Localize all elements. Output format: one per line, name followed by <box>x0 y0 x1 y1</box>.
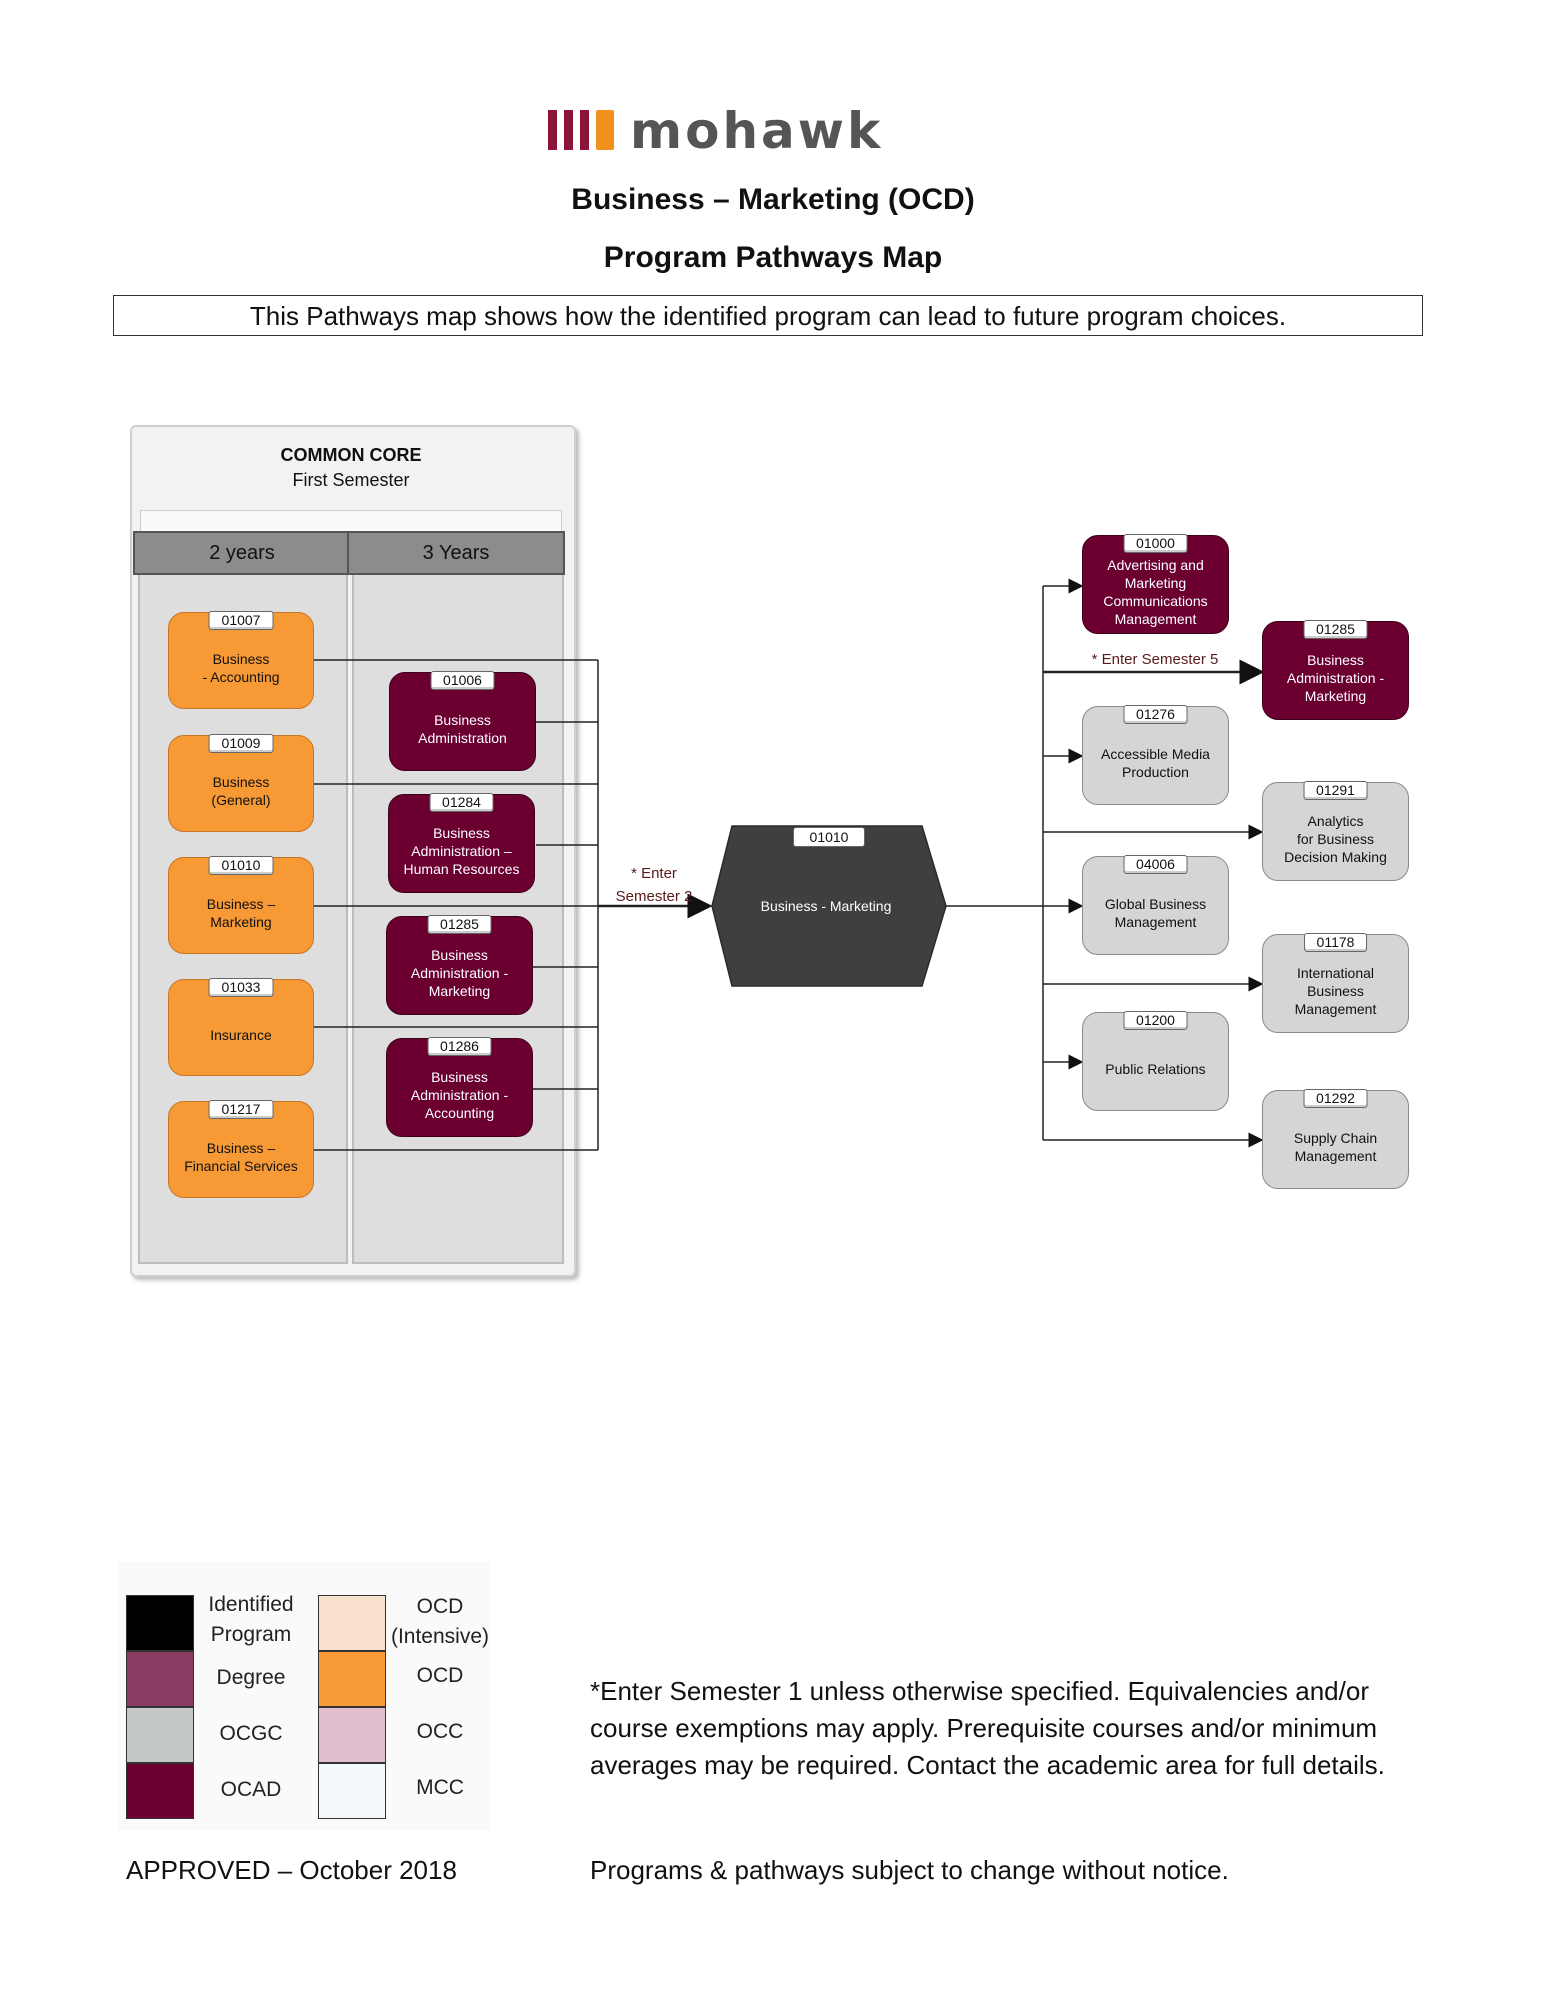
connector-lines <box>314 578 1265 1151</box>
identified-program-hexagon <box>711 825 947 987</box>
common-core-subtitle: First Semester <box>292 470 410 490</box>
program-01285-three-year[interactable]: 01285 Business Administration - Marketin… <box>386 915 533 1015</box>
intro-box: This Pathways map shows how the identifi… <box>113 295 1423 336</box>
program-name: Business Administration - Marketing <box>1286 651 1385 704</box>
pathway-01200[interactable]: 01200 Public Relations <box>1082 1011 1229 1111</box>
enter-semester-5-note: * Enter Semester 5 <box>1091 651 1219 668</box>
legend-swatch-degree <box>126 1651 194 1707</box>
program-01010[interactable]: 01010 Business – Marketing <box>168 856 314 954</box>
legend-swatch-mcc <box>318 1763 386 1819</box>
legend-swatch-identified <box>126 1595 194 1651</box>
identified-program-code: 01010 <box>793 827 865 847</box>
program-01284[interactable]: 01284 Business Administration – Human Re… <box>388 793 535 893</box>
program-code: 01276 <box>1123 705 1188 724</box>
pathway-04006[interactable]: 04006 Global Business Management <box>1082 855 1229 955</box>
pathway-01291[interactable]: 01291 Analytics for Business Decision Ma… <box>1262 781 1409 881</box>
pathway-01276[interactable]: 01276 Accessible Media Production <box>1082 705 1229 805</box>
program-name: Business Administration - Marketing <box>410 946 509 999</box>
program-code: 04006 <box>1123 855 1188 874</box>
column-top-strip <box>140 510 562 534</box>
legend-swatch-ocd <box>318 1651 386 1707</box>
program-name: Insurance <box>210 1026 272 1043</box>
legend-swatch-occ <box>318 1707 386 1763</box>
legend-label-identified: Identified Program <box>208 1593 294 1646</box>
program-name: International Business Management <box>1294 964 1377 1017</box>
two-year-header: 2 years <box>133 531 351 575</box>
legend-label-ocad: OCAD <box>220 1778 282 1801</box>
legend-label-occ: OCC <box>416 1720 464 1743</box>
legend-swatch-ocad <box>126 1763 194 1819</box>
identified-program-name: Business - Marketing <box>760 898 892 914</box>
program-name: Business – Financial Services <box>184 1139 298 1174</box>
program-name: Supply Chain Management <box>1293 1129 1378 1164</box>
program-code: 01291 <box>1303 781 1368 800</box>
program-name: Business (General) <box>211 773 271 808</box>
program-name: Business Administration – Human Resource… <box>403 824 520 877</box>
program-01009[interactable]: 01009 Business (General) <box>168 734 314 832</box>
program-name: Global Business Management <box>1104 895 1207 930</box>
program-code: 01284 <box>429 793 494 812</box>
program-name: Advertising and Marketing Communications… <box>1103 556 1208 627</box>
program-01286[interactable]: 01286 Business Administration - Accounti… <box>386 1037 533 1137</box>
legend-label-ocd-intensive: OCD (Intensive) <box>390 1595 490 1648</box>
program-name: Business – Marketing <box>206 895 276 930</box>
program-name: Business Administration <box>418 711 507 746</box>
program-code: 01178 <box>1303 933 1368 952</box>
footnote: *Enter Semester 1 unless otherwise speci… <box>590 1676 1385 1780</box>
legend-label-mcc: MCC <box>416 1776 464 1799</box>
common-core-title: COMMON CORE <box>280 445 422 465</box>
program-code: 01010 <box>208 856 274 875</box>
program-code: 01009 <box>208 734 274 753</box>
program-code: 01292 <box>1303 1089 1368 1108</box>
program-01007[interactable]: 01007 Business - Accounting <box>168 611 314 709</box>
program-name: Analytics for Business Decision Making <box>1284 812 1387 865</box>
program-name: Accessible Media Production <box>1101 745 1210 780</box>
program-01006[interactable]: 01006 Business Administration <box>389 671 536 771</box>
enter-semester-2-note: * Enter Semester 2 <box>615 865 693 905</box>
program-code: 01286 <box>427 1037 492 1056</box>
pathway-01000[interactable]: 01000 Advertising and Marketing Communic… <box>1082 534 1229 634</box>
program-code: 01285 <box>427 915 492 934</box>
disclaimer: Programs & pathways subject to change wi… <box>590 1855 1229 1885</box>
program-code: 01007 <box>208 611 274 630</box>
program-name: Public Relations <box>1105 1060 1206 1077</box>
legend-swatch-ocgc <box>126 1707 194 1763</box>
program-01033[interactable]: 01033 Insurance <box>168 978 314 1076</box>
program-code: 01217 <box>208 1100 274 1119</box>
program-name: Business - Accounting <box>202 650 280 685</box>
approved-date: APPROVED – October 2018 <box>126 1855 457 1885</box>
legend-label-ocd: OCD <box>416 1664 464 1687</box>
program-code: 01033 <box>208 978 274 997</box>
legend-swatch-ocd-intensive <box>318 1595 386 1651</box>
mohawk-logo: mohawk <box>548 106 883 156</box>
legend-label-ocgc: OCGC <box>219 1722 283 1745</box>
program-code: 01200 <box>1123 1011 1188 1030</box>
pathway-01178[interactable]: 01178 International Business Management <box>1262 933 1409 1033</box>
page-title: Business – Marketing (OCD) <box>571 183 975 216</box>
svg-text:mohawk: mohawk <box>630 106 883 156</box>
three-year-header: 3 Years <box>347 531 565 575</box>
program-code: 01285 <box>1303 620 1368 639</box>
pathway-01285[interactable]: 01285 Business Administration - Marketin… <box>1262 620 1409 720</box>
program-name: Business Administration - Accounting <box>410 1068 509 1121</box>
pathway-01292[interactable]: 01292 Supply Chain Management <box>1262 1089 1409 1189</box>
program-01217[interactable]: 01217 Business – Financial Services <box>168 1100 314 1198</box>
page-subtitle: Program Pathways Map <box>603 241 943 274</box>
legend-label-degree: Degree <box>216 1666 286 1689</box>
program-code: 01000 <box>1123 534 1188 553</box>
program-code: 01006 <box>430 671 495 690</box>
